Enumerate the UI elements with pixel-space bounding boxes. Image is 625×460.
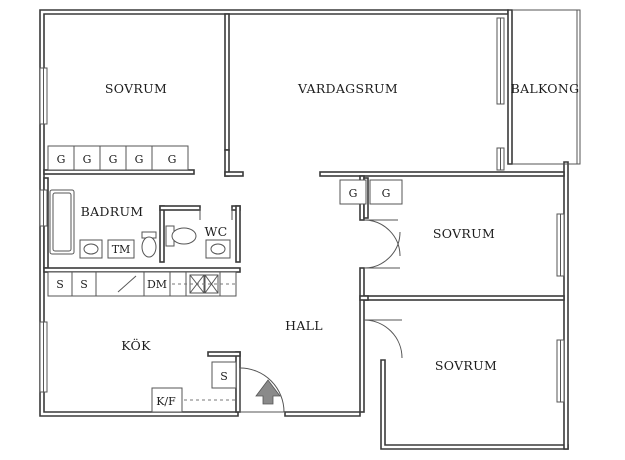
room-label-kok: KÖK	[121, 337, 151, 353]
wardrobe-label: G	[57, 153, 66, 166]
kitchen-counter: S S DM	[47, 271, 237, 297]
room-label-sovrum-top: SOVRUM	[105, 81, 167, 96]
doors	[199, 208, 403, 413]
kitchen-storage-box: S	[211, 361, 237, 389]
entrance-arrow-icon	[255, 379, 281, 405]
fridge-freezer: K/F	[151, 387, 236, 413]
wardrobe-label: G	[109, 153, 118, 166]
bathroom-sink	[79, 239, 103, 259]
storage-label: S	[56, 278, 64, 291]
wardrobe-row-top: G G G G G	[47, 145, 189, 171]
wc-sink	[205, 239, 231, 259]
bathtub	[49, 189, 75, 255]
room-label-hall: HALL	[285, 318, 323, 333]
wardrobe-row-mid: G G	[339, 179, 403, 205]
wardrobe-label: G	[83, 153, 92, 166]
room-label-badrum: BADRUM	[81, 204, 144, 219]
room-label-sovrum-bottom: SOVRUM	[435, 358, 497, 373]
bathroom-toilet	[141, 231, 157, 258]
wc-toilet	[165, 225, 197, 247]
room-label-balkong: BALKONG	[511, 81, 580, 96]
balcony-outline	[512, 9, 581, 165]
washing-machine: TM	[107, 239, 135, 259]
tm-label: TM	[112, 243, 131, 256]
wardrobe-label: G	[349, 187, 358, 200]
wardrobe-label: G	[135, 153, 144, 166]
dishwasher-label: DM	[147, 278, 167, 291]
storage-label: S	[80, 278, 88, 291]
room-label-vardagsrum: VARDAGSRUM	[297, 81, 398, 96]
storage-label: S	[220, 370, 228, 383]
room-label-wc: WC	[204, 224, 227, 239]
wardrobe-label: G	[168, 153, 177, 166]
wardrobe-label: G	[382, 187, 391, 200]
room-label-sovrum-mid: SOVRUM	[433, 226, 495, 241]
windows	[39, 17, 565, 403]
kf-label: K/F	[156, 395, 176, 408]
